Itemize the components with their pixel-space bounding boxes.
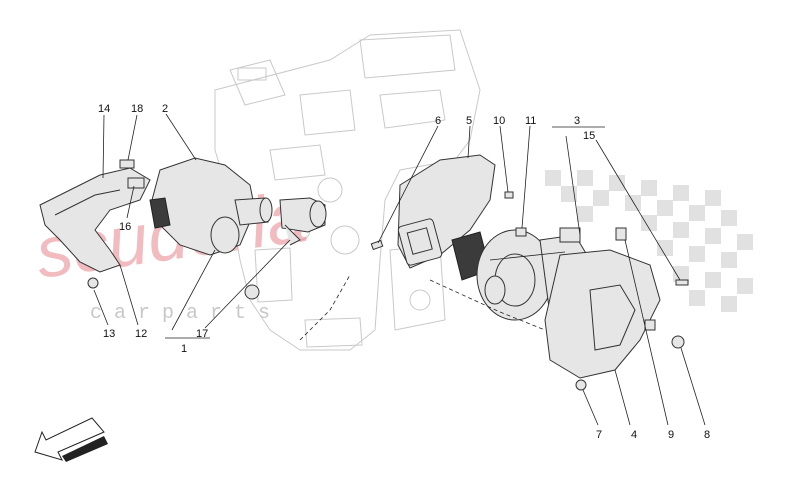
water-pump-assembly (149, 157, 273, 300)
callout-12: 12 (135, 328, 147, 340)
callout-1: 1 (181, 343, 187, 355)
callout-4: 4 (631, 429, 637, 441)
direction-arrow-icon (34, 417, 108, 462)
callout-5: 5 (466, 115, 472, 127)
callout-3: 3 (574, 115, 580, 127)
callout-9: 9 (668, 429, 674, 441)
watermark-subtitle: c a r p a r t s (90, 302, 270, 325)
callout-6: 6 (435, 115, 441, 127)
turbo-upper-heat-shield (397, 154, 496, 269)
callout-10: 10 (493, 115, 505, 127)
callout-7: 7 (596, 429, 602, 441)
callout-2: 2 (162, 103, 168, 115)
callout-8: 8 (704, 429, 710, 441)
left-heat-shield (39, 167, 151, 273)
coolant-connector (279, 197, 327, 246)
checkered-flag-watermark (545, 170, 753, 312)
leader-lines (93, 113, 706, 426)
callout-18: 18 (131, 103, 143, 115)
callout-13: 13 (103, 328, 115, 340)
turbo-lower-heat-shield (544, 249, 661, 379)
callout-16: 16 (119, 221, 131, 233)
callout-17: 17 (196, 328, 208, 340)
callout-14: 14 (98, 103, 110, 115)
callout-15: 15 (583, 130, 595, 142)
callout-labels: 14 18 2 6 5 10 11 3 15 16 13 12 17 1 7 4… (98, 103, 710, 441)
bracket-bolts (87, 159, 145, 289)
callout-11: 11 (525, 115, 536, 127)
